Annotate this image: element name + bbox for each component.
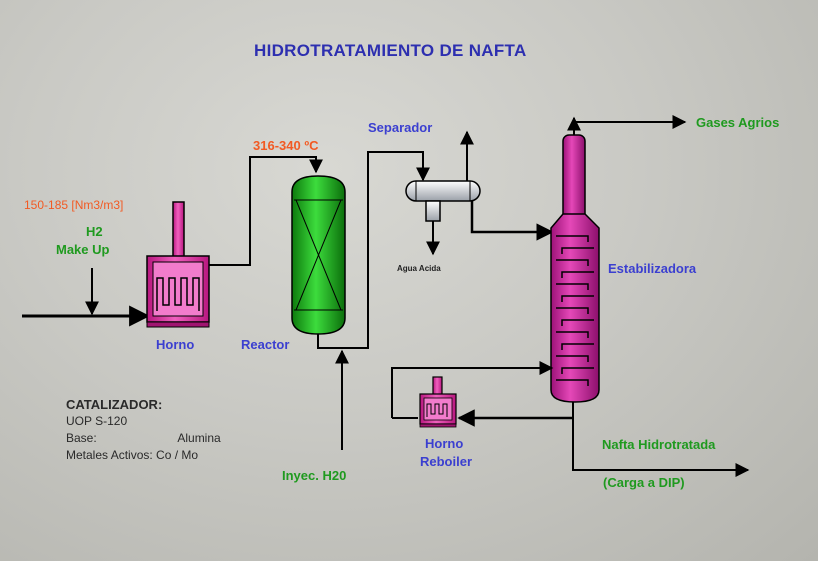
furnace-to-reactor-line [209,156,323,266]
make-up-label: Make Up [56,242,110,257]
column-tray [561,319,594,326]
column-trays [556,235,594,386]
separator-to-stabilizer-line [470,201,554,241]
reactor-vessel[interactable] [291,175,346,335]
nafta-hidrotratada-label: Nafta Hidrotratada [602,437,716,452]
bottom-product-line [572,402,750,477]
catalyst-base-value: Alumina [177,431,221,445]
column-tray [556,355,589,362]
catalyst-base-key: Base: [66,431,97,445]
separator-vessel[interactable] [405,180,481,222]
horno-label: Horno [156,337,195,352]
catalyst-model: UOP S-120 [66,414,128,428]
furnace-horno[interactable] [146,201,210,328]
catalyst-base-row: Base: Alumina [66,430,221,447]
catalyst-metals-key: Metales Activos: [66,448,153,462]
agua-acida-label: Agua Acida [397,264,441,273]
temperature-label: 316-340 ºC [253,138,319,153]
reactor-label: Reactor [241,337,290,352]
column-tray [556,259,589,266]
catalyst-info: CATALIZADOR: UOP S-120 Base: Alumina Met… [66,396,221,464]
column-tray [556,331,589,338]
column-tray [556,379,589,386]
h2-label: H2 [86,224,103,239]
stabilizer-column[interactable] [550,134,600,403]
gases-agrios-label: Gases Agrios [696,115,780,130]
flow-range-label: 150-185 [Nm3/m3] [24,198,124,212]
overhead-gas-line [573,115,687,135]
column-tray [561,271,594,278]
furnace-reboiler[interactable] [419,376,457,428]
page-title: HIDROTRATAMIENTO DE NAFTA [254,41,527,60]
reboiler-horno-label: Horno [425,436,464,451]
column-tray [556,307,589,314]
catalyst-metals-row: Metales Activos: Co / Mo [66,447,221,464]
catalyst-metals-value: Co / Mo [156,448,199,462]
catalyst-heading: CATALIZADOR: [66,397,163,412]
reboiler-label: Reboiler [420,454,473,469]
column-tray [561,295,594,302]
column-tray [556,235,589,242]
column-tray [556,283,589,290]
reboiler-return-line [391,361,554,418]
estabilizadora-label: Estabilizadora [608,261,697,276]
carga-dip-label: (Carga a DIP) [603,475,685,490]
inyec-h2o-label: Inyec. H20 [282,468,347,483]
separador-label: Separador [368,120,433,135]
reactor-to-separator-line [317,151,430,349]
column-tray [561,343,594,350]
column-tray [561,247,594,254]
column-tray [561,367,594,374]
